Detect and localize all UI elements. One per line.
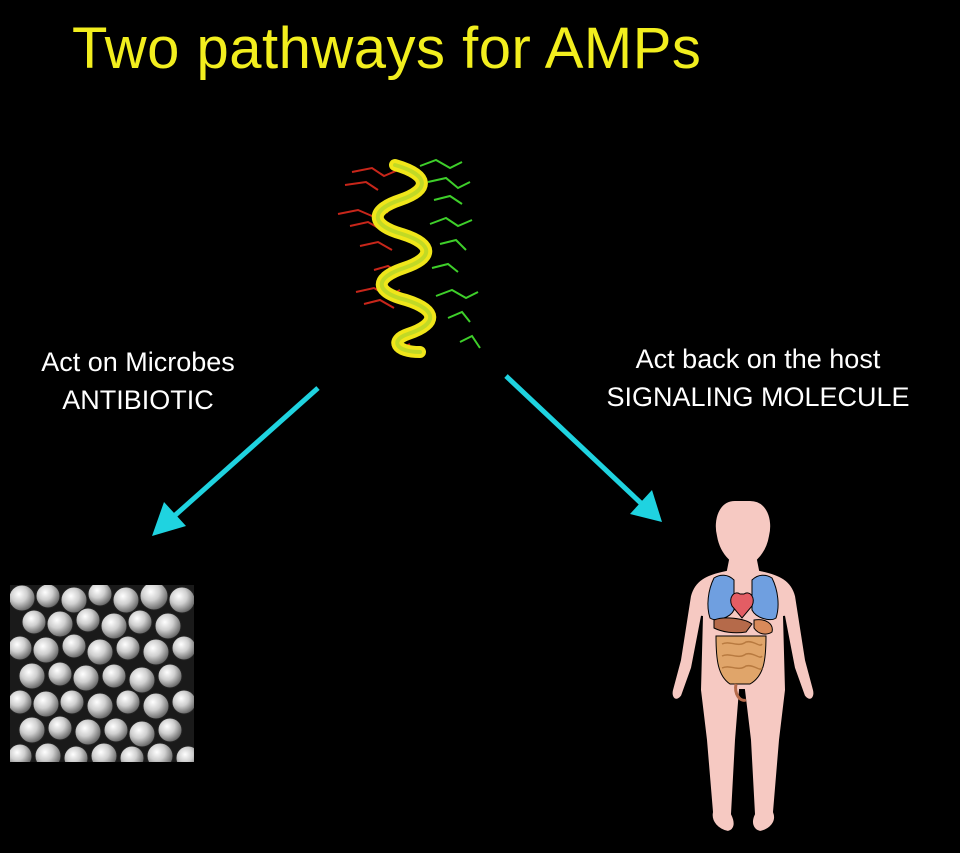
right-pathway-line1: Act back on the host <box>635 344 881 374</box>
left-pathway-line2: ANTIBIOTIC <box>62 385 214 415</box>
left-pathway-line1: Act on Microbes <box>41 347 235 377</box>
left-pathway-label: Act on Microbes ANTIBIOTIC <box>18 343 258 419</box>
arrow-to-microbes-icon <box>152 386 320 536</box>
arrow-to-host-icon <box>504 374 662 522</box>
slide-title: Two pathways for AMPs <box>72 16 702 81</box>
human-body-icon <box>670 499 816 834</box>
right-pathway-line2: SIGNALING MOLECULE <box>606 382 910 412</box>
peptide-helix-icon <box>337 158 481 358</box>
bacteria-micrograph-icon <box>10 585 194 762</box>
right-pathway-label: Act back on the host SIGNALING MOLECULE <box>568 340 948 416</box>
